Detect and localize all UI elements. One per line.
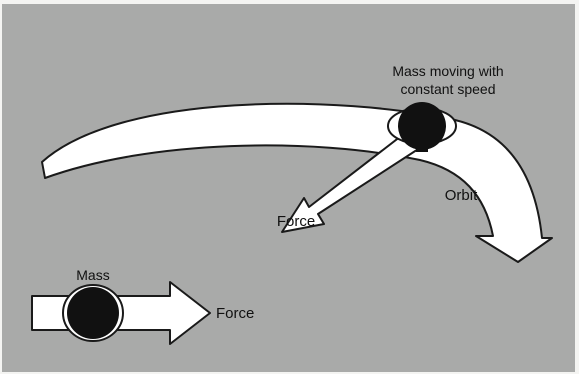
label-mass-moving-line-1: Mass moving with [392, 63, 503, 79]
central-force-arrow [281, 125, 427, 233]
label-force-circular: Force [277, 213, 315, 230]
linear-mass [62, 284, 124, 342]
label-orbit: Orbit [445, 187, 478, 204]
mass-ball-stub [416, 140, 428, 152]
mass-ball-icon [67, 287, 119, 339]
force-arrow-icon [281, 125, 427, 233]
label-mass-moving-line-2: constant speed [401, 81, 496, 97]
label-force-linear: Force [216, 305, 254, 322]
orbiting-mass [387, 102, 457, 152]
mass-ball-icon [398, 102, 446, 150]
label-mass: Mass [76, 267, 109, 283]
